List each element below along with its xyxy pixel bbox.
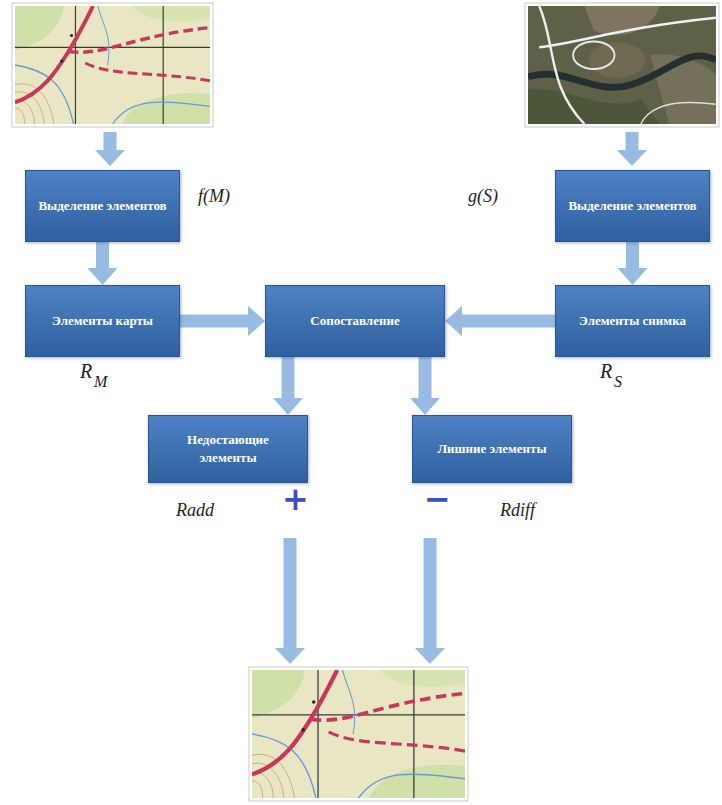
flow-arrow [462,315,555,328]
topographic-map [15,6,210,124]
process-box: Недостающие элементы [148,415,308,483]
process-box: Выделение элементов [25,170,180,242]
image-frame [12,3,213,127]
process-box: Лишние элементы [412,415,572,483]
flow-arrow [617,132,647,166]
image-frame [249,667,468,801]
process-box: Элементы снимка [555,285,710,357]
formula-label: − [424,480,451,518]
flow-arrow [626,242,639,268]
flow-arrow [180,315,248,328]
flow-arrow [95,132,125,166]
image-frame [525,3,719,127]
box-text: Выделение элементов [568,197,696,215]
formula-label: Radd [176,500,214,521]
flow-arrow [282,357,295,398]
formula-label: R [80,360,92,383]
flow-arrow [96,242,109,268]
flow-arrow [419,357,432,398]
process-box: Выделение элементов [555,170,710,242]
updated-map [252,670,465,798]
formula-label: + [282,480,309,518]
formula-label: R [600,360,612,383]
satellite-image [528,6,716,124]
formula-label: g(S) [468,186,498,207]
process-box: Элементы карты [25,285,180,357]
formula-label: Rdiff [500,500,535,521]
flow-arrow [415,538,445,664]
flow-arrow [275,538,305,664]
box-text: Выделение элементов [38,197,166,215]
box-text: Элементы карты [52,312,153,330]
process-box: Сопоставление [265,285,445,357]
formula-label: S [614,373,622,391]
box-text: Недостающие элементы [159,431,297,466]
box-text: Элементы снимка [579,312,686,330]
box-text: Лишние элементы [437,440,546,458]
formula-label: M [94,373,107,391]
box-text: Сопоставление [310,312,399,330]
formula-label: f(M) [198,186,230,207]
